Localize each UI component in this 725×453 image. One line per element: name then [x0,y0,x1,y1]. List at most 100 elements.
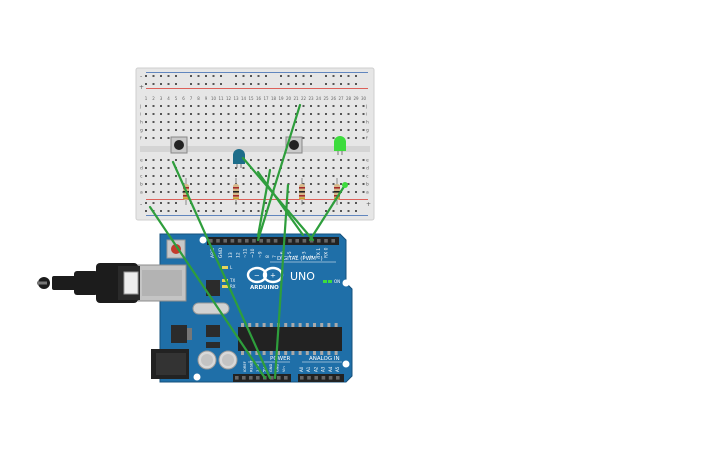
row-letter: g [140,129,143,134]
row-letter: f [366,136,368,142]
crystal [192,302,230,315]
usb-port [137,264,187,302]
column-number: 30 [361,96,367,101]
power-pin-label: GND [276,364,280,372]
wire-button1-to-5v[interactable] [171,160,272,380]
digital-pin-label: ~3 [302,251,308,258]
digital-header[interactable] [207,237,339,245]
column-number: 24 [316,96,322,101]
column-number: 25 [323,96,329,101]
resistor[interactable] [299,178,305,205]
row-letter: c [366,175,369,180]
analog-pin-label: A2 [313,366,318,372]
row-letter: j [365,104,367,110]
center-divider [140,146,370,152]
column-number: 27 [338,96,344,101]
row-letter: a [366,191,369,196]
column-number: 16 [256,96,262,101]
wire-button2-to-pin[interactable] [256,103,302,242]
svg-text:−: − [254,272,260,280]
wire-5v-rail[interactable] [256,168,272,238]
svg-text:RX: RX [230,284,236,289]
pushbutton-1[interactable] [170,136,188,154]
column-number: 14 [241,96,247,101]
dc-power-jack [151,349,189,379]
column-number: 13 [233,96,239,101]
wire-green-led-to-pin[interactable] [308,183,347,242]
digital-pin-label: 4 [294,255,300,258]
led-green[interactable] [334,136,346,155]
resistor[interactable] [233,178,239,205]
row-letter: d [366,166,369,172]
wire-blue-led-resistor[interactable] [256,170,305,237]
terminal-strip[interactable] [145,105,365,193]
digital-pin-label: ~9 [257,251,263,258]
power-pin-label: Vin [282,366,286,372]
svg-text:TX: TX [229,278,235,283]
column-number: 11 [218,96,224,101]
mounting-hole [342,360,350,368]
rail-plus-label: + [139,84,144,91]
wires[interactable] [148,103,347,380]
top-power-rail: - + [139,72,368,91]
wire-gnd-rail-to-gnd[interactable] [148,205,267,380]
led-blue[interactable] [233,149,245,168]
analog-pin-label: A0 [299,366,304,372]
column-number: 23 [308,96,314,101]
power-label: POWER [270,356,291,362]
row-letter: a [140,191,143,196]
column-number: 21 [293,96,299,101]
column-number: 7 [190,96,193,101]
analog-pin-label: A1 [306,366,311,372]
digital-pin-label: 8 [265,255,271,258]
power-pin-label: IOREF [243,361,247,372]
mounting-hole [199,236,207,244]
digital-pin-label: 7 [272,255,278,258]
power-pin-label: RESET [250,360,254,372]
row-letter: f [140,136,142,142]
row-letter: j [139,104,141,110]
power-led: ON [323,279,340,284]
row-letter: c [140,175,143,180]
model-label: UNO [290,270,315,283]
column-number: 29 [353,96,359,101]
column-number: 3 [160,96,163,101]
column-number: 20 [286,96,292,101]
analog-header[interactable] [298,374,344,382]
wire-button-to-power[interactable] [273,183,290,380]
column-number: 17 [263,96,269,101]
column-number: 9 [205,96,208,101]
small-chip [206,325,220,337]
mounting-hole [342,279,350,287]
column-number: 28 [346,96,352,101]
row-letter: e [366,159,369,164]
status-leds: L TX RX [222,265,236,289]
rail-minus-label: - [140,73,142,80]
column-number: 22 [301,96,307,101]
digital-pin-label: 12 [235,252,241,258]
usb-chip [206,280,220,296]
brand-label: ARDUINO [250,285,279,291]
column-number: 4 [167,96,170,101]
gnd-label: GND [218,247,224,258]
row-letter: d [140,166,143,172]
analog-in-label: ANALOG IN [309,356,340,362]
digital-pin-label: 2 [309,255,315,258]
row-letter: i [140,112,141,118]
usb-cable[interactable] [37,263,140,303]
digital-pin-label: TX 1 [316,248,322,259]
digital-label: DIGITAL (PWM~) [277,256,323,262]
digital-pin-label: 13 [228,252,234,258]
power-pin-label: GND [269,364,273,372]
wire-end-dot [342,182,348,188]
column-number: 5 [175,96,178,101]
digital-pin-label: ~10 [250,248,256,258]
pushbutton-2[interactable] [285,136,303,154]
power-pin-label: 5V [263,367,267,372]
rail-minus-label-bottom: - [140,201,142,208]
